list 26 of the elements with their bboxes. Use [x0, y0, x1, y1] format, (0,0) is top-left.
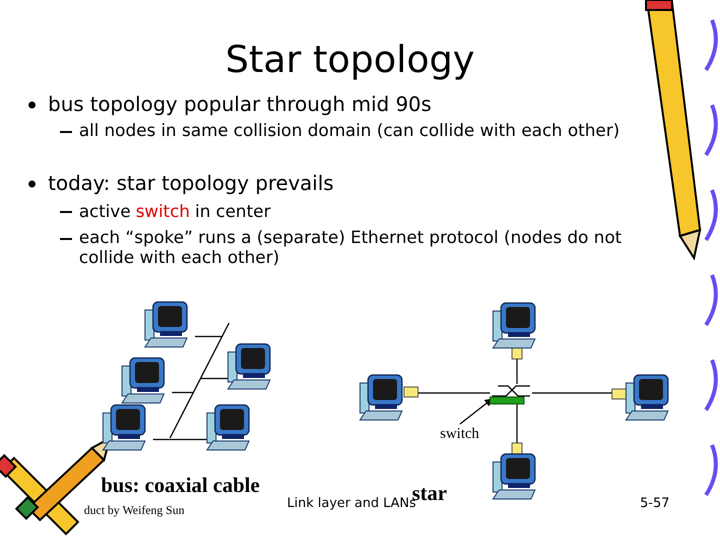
network-link: [172, 392, 194, 394]
switch-drawing: [490, 384, 532, 404]
author-credit: duct by Weifeng Sun: [84, 503, 184, 518]
highlighted-term: switch: [136, 202, 190, 222]
coaxial-cable: [168, 320, 232, 440]
bullet-text: today: star topology prevails: [48, 171, 334, 195]
network-link: [418, 392, 490, 394]
network-link: [169, 438, 207, 440]
network-link: [153, 438, 170, 440]
network-link: [200, 378, 228, 380]
network-link: [516, 404, 518, 443]
diagram-caption: bus: coaxial cable: [101, 473, 260, 498]
leader-line: [460, 398, 493, 424]
network-link: [516, 359, 518, 384]
page-number: 5-57: [640, 496, 670, 512]
bullet-text: bus topology popular through mid 90s: [48, 92, 432, 116]
slide-title: Star topology: [224, 38, 476, 81]
sub-bullet-text: each “spoke” runs a (separate) Ethernet protocol (nodes do not collide with each other): [79, 228, 623, 269]
callout-label: switch: [440, 426, 480, 443]
computer-drawing: [360, 375, 418, 421]
network-link: [195, 336, 222, 338]
sub-bullet-text: in center: [194, 202, 271, 222]
computer-drawing: [612, 375, 670, 421]
sub-bullet-text: active: [79, 202, 131, 222]
sub-bullet-text: all nodes in same collision domain (can collide with each other): [79, 121, 621, 142]
network-link: [532, 392, 612, 394]
